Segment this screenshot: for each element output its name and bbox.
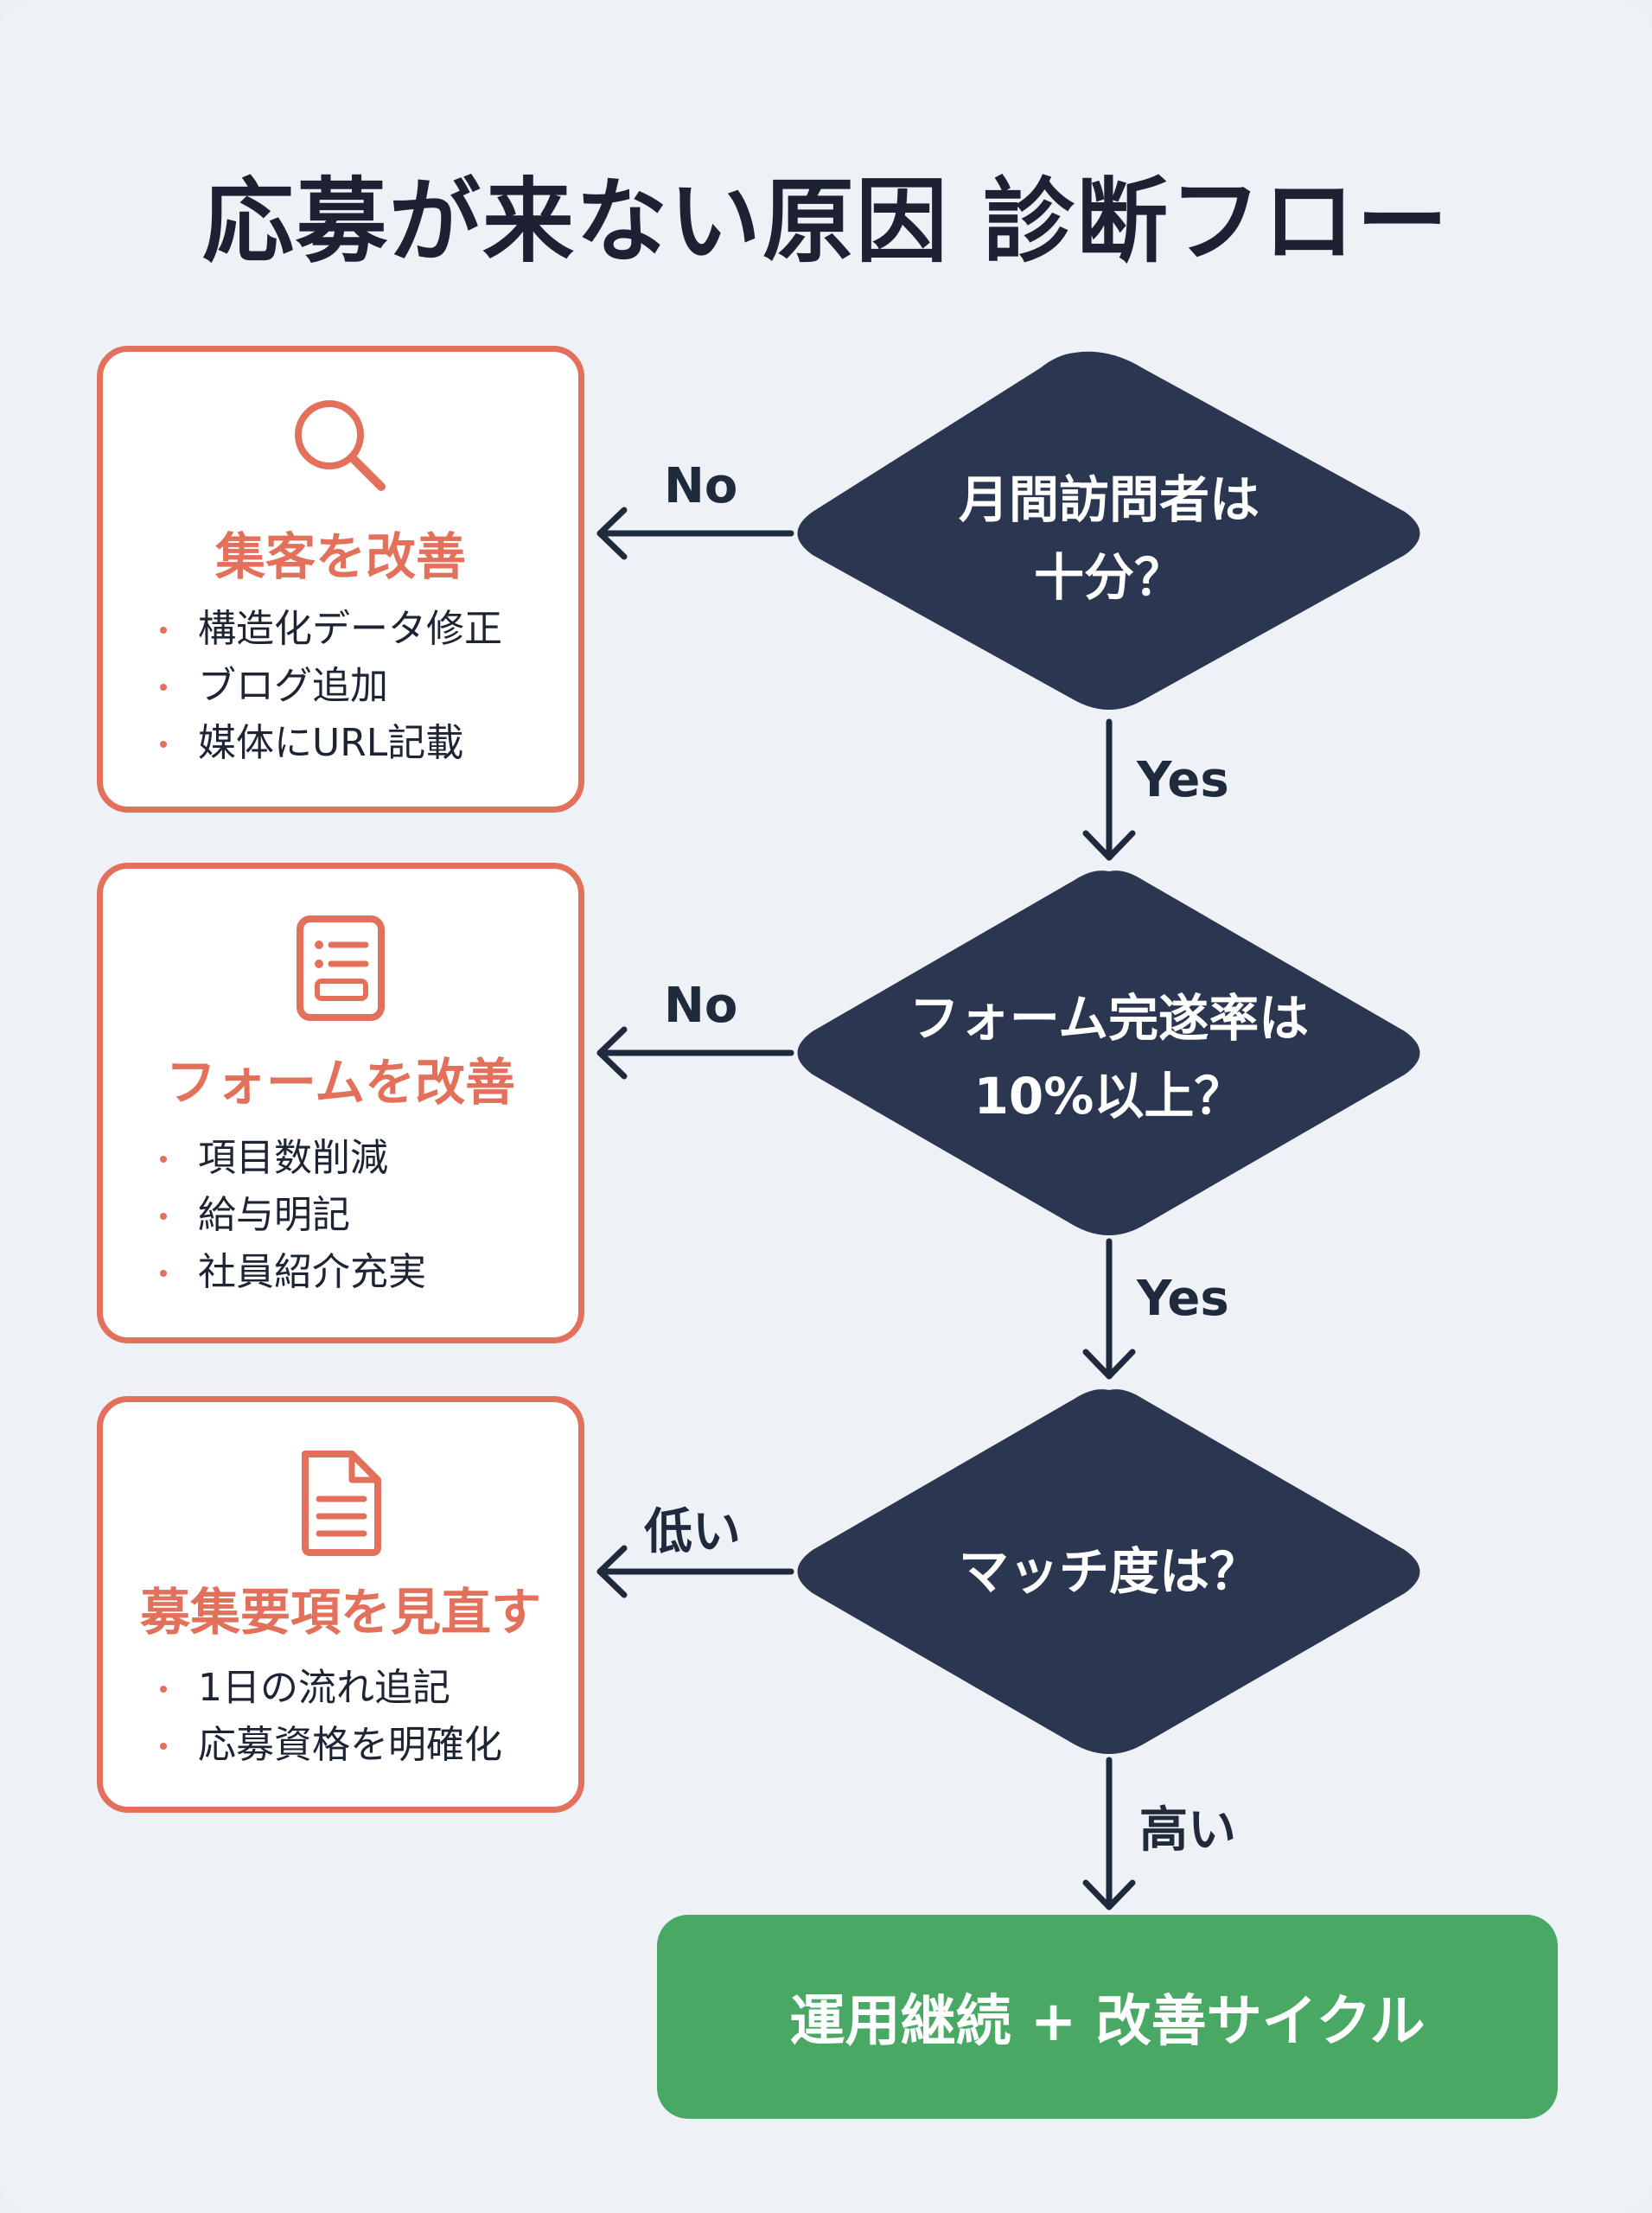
document-icon — [103, 1445, 578, 1558]
action-list-attract: 構造化データ修正 ブログ追加 媒体にURL記載 — [160, 601, 502, 772]
decision-text-3: マッチ度は？ — [867, 1533, 1351, 1610]
arrowhead-low-3 — [596, 1545, 628, 1598]
decision-2-line2: 10%以上？ — [973, 1067, 1245, 1126]
arrowhead-yes-2 — [1082, 1349, 1136, 1380]
edge-label-yes-1: Yes — [1137, 752, 1229, 808]
edge-label-high-3: 高い — [1139, 1802, 1236, 1859]
list-item: 応募資格を明確化 — [160, 1717, 502, 1774]
decision-text-1: 月間訪問者は 十分？ — [867, 461, 1351, 616]
list-item: 給与明記 — [160, 1187, 426, 1244]
search-icon — [103, 390, 578, 502]
decision-diamond-3 — [797, 1389, 1420, 1754]
decision-3-line1: マッチ度は？ — [958, 1542, 1260, 1601]
action-list-form: 項目数削減 給与明記 社員紹介充実 — [160, 1130, 426, 1301]
arrowhead-yes-1 — [1082, 830, 1136, 861]
edge-label-no-2: No — [664, 978, 738, 1034]
decision-1-line1: 月間訪問者は — [958, 470, 1260, 529]
action-title-attract: 集客を改善 — [214, 527, 466, 586]
form-list-icon — [103, 912, 578, 1024]
arrowhead-no-2 — [596, 1026, 628, 1080]
list-item: ブログ追加 — [160, 658, 502, 715]
action-list-requirements: 1日の流れ追記 応募資格を明確化 — [160, 1660, 502, 1774]
action-box-form: フォームを改善 項目数削減 給与明記 社員紹介充実 — [97, 863, 584, 1343]
list-item: 項目数削減 — [160, 1130, 426, 1187]
edge-label-low-3: 低い — [644, 1504, 741, 1560]
list-item: 構造化データ修正 — [160, 601, 502, 658]
edge-label-yes-2: Yes — [1137, 1271, 1229, 1327]
arrowhead-no-1 — [596, 507, 628, 560]
action-box-requirements: 募集要項を見直す 1日の流れ追記 応募資格を明確化 — [97, 1396, 584, 1813]
decision-diamond-2 — [797, 871, 1420, 1235]
decision-text-2: フォーム完遂率は 10%以上？ — [850, 979, 1368, 1135]
edge-label-no-1: No — [664, 458, 738, 514]
action-title-requirements: 募集要項を見直す — [139, 1583, 541, 1642]
action-title-form: フォームを改善 — [165, 1053, 516, 1112]
decision-2-line1: フォーム完遂率は — [909, 989, 1310, 1048]
final-outcome-box: 運用継続 + 改善サイクル — [657, 1915, 1558, 2119]
list-item: 社員紹介充実 — [160, 1244, 426, 1301]
action-box-attract: 集客を改善 構造化データ修正 ブログ追加 媒体にURL記載 — [97, 346, 584, 813]
decision-diamond-1 — [797, 351, 1420, 710]
arrowhead-high-3 — [1082, 1879, 1136, 1910]
list-item: 媒体にURL記載 — [160, 715, 502, 772]
decision-1-line2: 十分？ — [1033, 548, 1184, 607]
page-title: 応募が来ない原因 診断フロー — [202, 169, 1450, 275]
list-item: 1日の流れ追記 — [160, 1660, 502, 1717]
